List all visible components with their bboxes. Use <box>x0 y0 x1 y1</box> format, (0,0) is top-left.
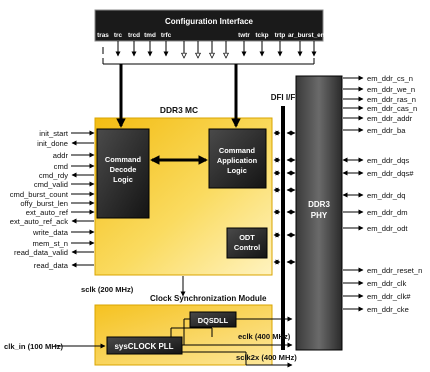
command-application-logic-block: Command Application Logic <box>208 128 267 189</box>
right-signal-label: em_ddr_reset_n <box>367 266 422 275</box>
left-signal-label: init_start <box>39 129 69 138</box>
clock-module-title: Clock Synchronization Module <box>150 294 267 303</box>
left-signal-label: write_data <box>32 228 69 237</box>
config-param-label: tckp <box>255 32 268 39</box>
left-signal-label: cmd_valid <box>34 180 68 189</box>
left-signal-label: ext_auto_ref <box>26 208 69 217</box>
right-signal-label: em_ddr_cke <box>367 305 409 314</box>
config-param-label: twtr <box>238 32 250 39</box>
left-signal-label: mem_st_n <box>33 239 68 248</box>
left-signal-label: read_data <box>34 261 69 270</box>
dfi-interface: DFI I/F <box>271 93 296 350</box>
right-signal-label: em_ddr_dm <box>367 208 408 217</box>
config-param-label: tras <box>97 32 109 39</box>
config-param-label: trc <box>114 32 123 39</box>
sclk-label: sclk (200 MHz) <box>81 285 134 294</box>
left-signal-label: offy_burst_len <box>20 199 68 208</box>
left-signal-label: cmd <box>54 162 68 171</box>
right-signal-label: em_ddr_clk <box>367 279 406 288</box>
dqsdll-label: DQSDLL <box>198 316 229 325</box>
config-to-logic-arrows <box>116 64 241 128</box>
config-param-label: tmd <box>144 32 156 39</box>
right-signal-label: em_ddr_clk# <box>367 292 411 301</box>
right-signal-label: em_ddr_ba <box>367 126 406 135</box>
odt-control-block: ODT Control <box>226 227 268 259</box>
right-signal-label: em_ddr_cs_n <box>367 74 413 83</box>
right-signal-label: em_ddr_addr <box>367 114 413 123</box>
right-signal-label: em_ddr_we_n <box>367 85 415 94</box>
config-param-label: ar_burst_en <box>288 32 325 39</box>
left-signal-label: read_data_valid <box>14 248 68 257</box>
sysclock-pll-block: sysCLOCK PLL <box>106 336 183 355</box>
cmd-app-line3: Logic <box>227 166 247 175</box>
right-signal-label: em_ddr_dqs <box>367 156 409 165</box>
command-decode-logic-block: Command Decode Logic <box>96 128 150 219</box>
right-signal-label: em_ddr_odt <box>367 224 408 233</box>
odt-line2: Control <box>234 243 260 252</box>
config-title: Configuration Interface <box>165 17 254 26</box>
clk-in-label: clk_in (100 MHz) <box>4 342 64 351</box>
phy-right-signals: em_ddr_cs_nem_ddr_we_nem_ddr_ras_nem_ddr… <box>342 74 422 314</box>
ddr3-phy-block: DDR3 PHY <box>295 75 343 351</box>
phy-line2: PHY <box>311 211 328 220</box>
left-signal-label: cmd_rdy <box>39 171 68 180</box>
eclk-label: eclk (400 MHz) <box>238 332 291 341</box>
sclk2x-label: sclk2x (400 MHz) <box>236 353 297 362</box>
left-signal-label: cmd_burst_count <box>10 190 69 199</box>
cmd-decode-line1: Command <box>105 155 142 164</box>
right-signal-label: em_ddr_dqs# <box>367 169 414 178</box>
pll-label: sysCLOCK PLL <box>114 342 173 351</box>
odt-line1: ODT <box>239 233 255 242</box>
dfi-link-arrows <box>273 130 296 265</box>
cmd-decode-line3: Logic <box>113 175 133 184</box>
phy-line1: DDR3 <box>308 200 330 209</box>
cmd-decode-line2: Decode <box>110 165 137 174</box>
config-param-label: trcd <box>128 32 140 39</box>
clock-wiring <box>54 316 293 368</box>
left-signal-label: ext_auto_ref_ack <box>10 217 68 226</box>
left-signal-label: init_done <box>37 139 68 148</box>
left-signal-label: addr <box>53 151 69 160</box>
dfi-label: DFI I/F <box>271 93 296 102</box>
right-signal-label: em_ddr_ras_n <box>367 95 416 104</box>
cmd-app-line1: Command <box>219 146 256 155</box>
config-param-label: trfc <box>161 32 172 39</box>
right-signal-label: em_ddr_dq <box>367 191 405 200</box>
config-bus-arrows <box>102 41 317 65</box>
cmd-app-line2: Application <box>217 156 258 165</box>
right-signal-label: em_ddr_cas_n <box>367 104 417 113</box>
dqsdll-block: DQSDLL <box>189 311 237 328</box>
config-param-label: trtp <box>275 32 286 39</box>
mc-title: DDR3 MC <box>160 105 198 115</box>
